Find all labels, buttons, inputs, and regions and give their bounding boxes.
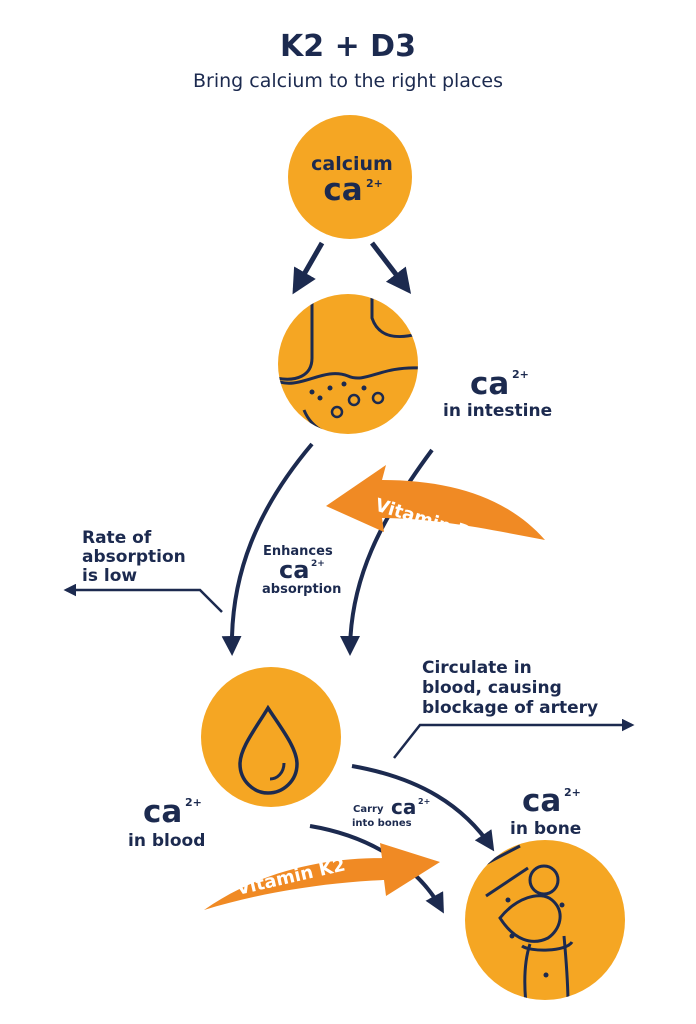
blood-circle [201, 667, 341, 807]
intestine-label: ca 2+ in intestine [443, 366, 552, 421]
page-title: K2 + D3 [280, 29, 416, 64]
calcium-node: calcium ca 2+ [288, 115, 412, 239]
intestine-symbol: ca [470, 366, 509, 402]
bone-caption: in bone [510, 819, 581, 839]
carry-symbol: ca [391, 795, 416, 819]
bone-symbol: ca [522, 783, 561, 819]
bone-node [465, 840, 625, 1000]
artery-line-1: Circulate in [422, 658, 532, 678]
enhances-symbol: ca [279, 556, 309, 584]
enhances-note: Enhances ca 2+ absorption [262, 544, 341, 597]
calcium-symbol: ca [323, 172, 362, 208]
enhances-line-3: absorption [262, 582, 341, 597]
absorption-low-line-1: Rate of [82, 528, 152, 548]
vitamin-d3-arrow: Vitamin D3 [326, 465, 545, 548]
artery-line-2: blood, causing [422, 678, 562, 698]
artery-arrow [393, 718, 635, 759]
blood-node [201, 667, 341, 807]
calcium-word: calcium [311, 153, 393, 175]
vitamin-k2-arrow: Vitamin K2 [204, 843, 440, 910]
page-subtitle: Bring calcium to the right places [193, 70, 503, 92]
arrow-intestine-right [340, 448, 434, 656]
carry-prefix: Carry [353, 804, 384, 815]
blood-label: ca 2+ in blood [128, 794, 205, 851]
arrow-intestine-left [221, 442, 314, 656]
intestine-circle [278, 294, 418, 434]
blood-drop-icon [238, 704, 299, 795]
bone-charge: 2+ [564, 786, 581, 799]
bone-label: ca 2+ in bone [510, 783, 581, 839]
absorption-low-line-3: is low [82, 566, 137, 586]
artery-line-3: blockage of artery [422, 698, 598, 718]
calcium-circle [288, 115, 412, 239]
vitamin-d3-shape [326, 465, 545, 540]
carry-charge: 2+ [418, 797, 430, 806]
vitamin-k2-label: Vitamin K2 [234, 854, 347, 899]
absorption-low-line-2: absorption [82, 547, 186, 567]
arrow-blood-to-bone [351, 764, 495, 852]
artery-note: Circulate in blood, causing blockage of … [393, 658, 635, 759]
vitamin-k2-shape [204, 843, 440, 910]
blood-charge: 2+ [185, 796, 202, 809]
calcium-charge: 2+ [366, 177, 383, 190]
intestine-charge: 2+ [512, 368, 529, 381]
intestine-node [278, 294, 418, 434]
carry-note: Carry ca 2+ into bones [352, 795, 430, 829]
blood-symbol: ca [143, 794, 182, 830]
absorption-low-note: Rate of absorption is low [63, 528, 223, 613]
enhances-charge: 2+ [311, 559, 325, 569]
intestine-caption: in intestine [443, 401, 552, 421]
enhances-line-1: Enhances [263, 544, 333, 559]
bone-circle [465, 840, 625, 1000]
absorption-low-arrow [63, 583, 223, 613]
carry-suffix: into bones [352, 818, 412, 829]
blood-caption: in blood [128, 831, 205, 851]
arrow-calcium-left [292, 241, 325, 295]
arrow-calcium-right [370, 241, 412, 294]
